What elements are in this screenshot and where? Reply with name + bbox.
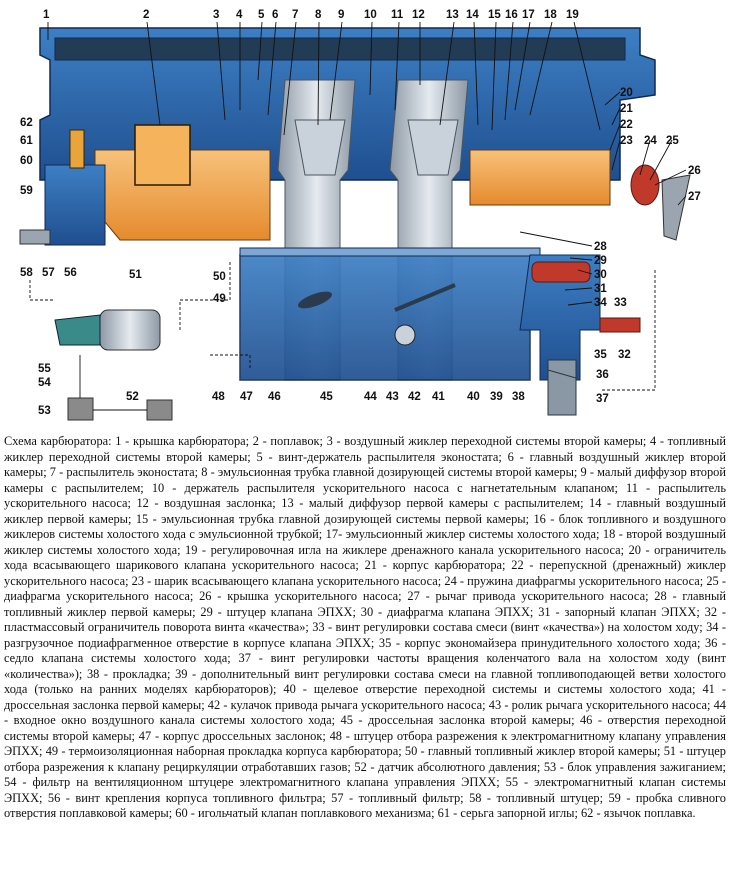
- small-diffuser-primary: [407, 119, 459, 176]
- svg-text:31: 31: [594, 283, 607, 295]
- part-numbers: 1 2 3 4 5 6 7 8 9 10 11 12 13 14 15 16 1…: [20, 9, 701, 417]
- vacuum-line-d: [600, 270, 656, 391]
- svg-text:58: 58: [20, 267, 33, 279]
- svg-text:29: 29: [594, 255, 607, 267]
- carburetor-diagram: 1 2 3 4 5 6 7 8 9 10 11 12 13 14 15 16 1…: [19, 9, 701, 421]
- svg-text:1: 1: [43, 9, 50, 21]
- svg-text:54: 54: [38, 377, 51, 389]
- svg-text:44: 44: [364, 391, 377, 403]
- svg-text:19: 19: [566, 9, 579, 21]
- secondary-throttle-plate: [297, 291, 333, 309]
- fuel-filter-housing: [44, 164, 106, 246]
- svg-text:34: 34: [594, 297, 607, 309]
- svg-text:53: 53: [38, 405, 51, 417]
- svg-text:13: 13: [446, 9, 459, 21]
- insulation-gasket: [239, 247, 541, 257]
- svg-text:46: 46: [268, 391, 281, 403]
- svg-text:37: 37: [596, 393, 609, 405]
- svg-text:25: 25: [666, 135, 679, 147]
- svg-text:48: 48: [212, 391, 225, 403]
- svg-text:20: 20: [620, 87, 633, 99]
- vacuum-line-a: [29, 280, 55, 301]
- svg-text:5: 5: [258, 9, 265, 21]
- svg-text:26: 26: [688, 165, 701, 177]
- svg-text:21: 21: [620, 103, 633, 115]
- svg-text:42: 42: [408, 391, 421, 403]
- svg-text:52: 52: [126, 391, 139, 403]
- small-diffuser-secondary: [294, 119, 346, 176]
- svg-text:30: 30: [594, 269, 607, 281]
- svg-text:50: 50: [213, 271, 226, 283]
- svg-text:2: 2: [143, 9, 149, 21]
- svg-text:43: 43: [386, 391, 399, 403]
- svg-text:59: 59: [20, 185, 33, 197]
- throttle-body: [239, 254, 531, 381]
- svg-text:36: 36: [596, 369, 609, 381]
- svg-text:35: 35: [594, 349, 607, 361]
- svg-text:6: 6: [272, 9, 278, 21]
- label-leaders: [47, 21, 687, 306]
- figure-caption: Схема карбюратора: 1 - крышка карбюратор…: [4, 434, 726, 820]
- svg-text:9: 9: [338, 9, 344, 21]
- solenoid-valve: [99, 309, 161, 351]
- svg-text:55: 55: [38, 363, 51, 375]
- quantity-screw: [547, 359, 577, 416]
- svg-text:33: 33: [614, 297, 627, 309]
- mixture-screw: [599, 317, 641, 333]
- svg-text:56: 56: [64, 267, 77, 279]
- svg-text:57: 57: [42, 267, 55, 279]
- svg-text:3: 3: [213, 9, 219, 21]
- needle-valve: [69, 129, 85, 169]
- svg-text:22: 22: [620, 119, 633, 131]
- ignition-control-unit: [67, 397, 94, 421]
- svg-text:62: 62: [20, 117, 33, 129]
- svg-text:45: 45: [320, 391, 333, 403]
- svg-text:17: 17: [522, 9, 535, 21]
- svg-text:4: 4: [236, 9, 243, 21]
- accelerator-pump-lever: [661, 174, 691, 241]
- svg-text:11: 11: [391, 9, 404, 21]
- svg-text:14: 14: [466, 9, 479, 21]
- idle-cutoff-valve-cap: [531, 261, 591, 283]
- svg-text:10: 10: [364, 9, 377, 21]
- vacuum-line-c: [210, 354, 251, 370]
- svg-text:15: 15: [488, 9, 501, 21]
- svg-text:28: 28: [594, 241, 607, 253]
- svg-text:39: 39: [490, 391, 503, 403]
- svg-text:8: 8: [315, 9, 322, 21]
- float: [134, 124, 191, 186]
- idle-cutoff-valve-body: [519, 254, 601, 381]
- svg-text:18: 18: [544, 9, 557, 21]
- svg-text:47: 47: [240, 391, 253, 403]
- svg-text:60: 60: [20, 155, 33, 167]
- svg-text:12: 12: [412, 9, 425, 21]
- svg-text:7: 7: [292, 9, 298, 21]
- primary-throttle-plate: [394, 283, 456, 312]
- accelerator-fuel-channel: [469, 149, 611, 206]
- solenoid-valve-mount: [54, 314, 101, 346]
- accelerator-cam: [394, 324, 416, 346]
- fuel-fitting: [19, 229, 51, 245]
- quantity-screw-spring: [547, 369, 577, 379]
- svg-text:51: 51: [129, 269, 142, 281]
- svg-text:61: 61: [20, 135, 33, 147]
- svg-text:40: 40: [467, 391, 480, 403]
- svg-text:23: 23: [620, 135, 633, 147]
- svg-text:24: 24: [644, 135, 657, 147]
- accelerator-pump-cover: [630, 164, 660, 206]
- svg-text:16: 16: [505, 9, 518, 21]
- svg-text:32: 32: [618, 349, 631, 361]
- vacuum-line-b: [179, 260, 231, 330]
- svg-text:41: 41: [432, 391, 445, 403]
- svg-text:27: 27: [688, 191, 701, 203]
- svg-text:38: 38: [512, 391, 525, 403]
- absolute-pressure-sensor: [146, 399, 173, 421]
- svg-text:49: 49: [213, 293, 226, 305]
